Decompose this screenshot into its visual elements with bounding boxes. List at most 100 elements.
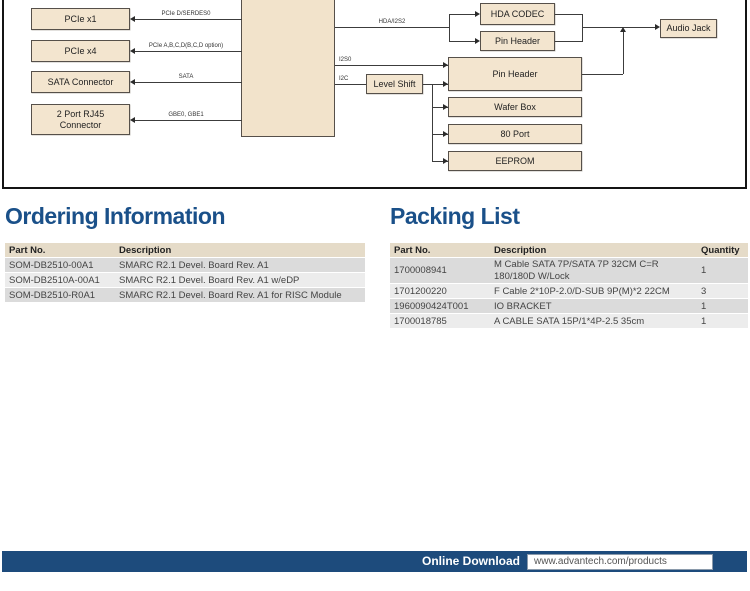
signal-label-pcie-d: PCIe D/SERDES0 xyxy=(161,11,211,17)
packing-list-title: Packing List xyxy=(390,203,520,229)
table-row: 1700008941 M Cable SATA 7P/SATA 7P 32CM … xyxy=(390,258,748,284)
line-to-eeprom xyxy=(432,161,448,162)
node-label: 80 Port xyxy=(500,128,530,139)
table-row: SOM-DB2510-R0A1 SMARC R2.1 Devel. Board … xyxy=(5,288,365,303)
signal-label-hda: HDA/I2S2 xyxy=(378,19,406,25)
arrowhead xyxy=(475,38,480,44)
diagram-node-wafer-box: Wafer Box xyxy=(448,97,582,117)
node-label: PCIe x4 xyxy=(64,45,97,56)
arrowhead xyxy=(443,158,448,164)
line-sata xyxy=(133,82,242,83)
line-to-audio-jack xyxy=(582,27,657,28)
diagram-node-pin-header-large: Pin Header xyxy=(448,57,582,91)
signal-label-gbe: GBE0, GBE1 xyxy=(168,112,204,118)
column-header-part-no: Part No. xyxy=(394,244,431,256)
node-label: Wafer Box xyxy=(494,101,536,112)
diagram-node-eeprom: EEPROM xyxy=(448,151,582,171)
column-header-description: Description xyxy=(119,244,172,256)
line-i2c xyxy=(335,84,366,85)
description-cell: SMARC R2.1 Devel. Board Rev. A1 w/eDP xyxy=(119,274,300,286)
description-cell: SMARC R2.1 Devel. Board Rev. A1 for RISC… xyxy=(119,289,342,301)
line-fanout xyxy=(432,84,433,161)
column-header-description: Description xyxy=(494,244,547,256)
node-label: Level Shift xyxy=(373,78,416,89)
description-cell: F Cable 2*10P-2.0/D-SUB 9P(M)*2 22CM xyxy=(494,285,670,297)
packing-table-header: Part No. Description Quantity xyxy=(390,243,748,258)
line-to-wafer-box xyxy=(432,107,448,108)
arrowhead xyxy=(130,79,135,85)
ordering-table: Part No. Description SOM-DB2510-00A1 SMA… xyxy=(5,243,365,303)
line-to-80-port xyxy=(432,134,448,135)
line-hda-split xyxy=(449,14,450,42)
node-label: PCIe x1 xyxy=(64,13,97,24)
line-pin-large-out xyxy=(582,74,623,75)
arrowhead xyxy=(655,24,660,30)
line-codec-out xyxy=(555,14,582,15)
arrowhead xyxy=(443,104,448,110)
part-no-cell: SOM-DB2510-R0A1 xyxy=(9,289,96,301)
line-to-pin-header-small xyxy=(449,41,477,42)
part-no-cell: SOM-DB2510A-00A1 xyxy=(9,274,100,286)
signal-label-i2s0: I2S0 xyxy=(339,57,352,63)
arrowhead xyxy=(130,16,135,22)
diagram-node-pin-header-small: Pin Header xyxy=(480,31,555,51)
quantity-cell: 1 xyxy=(701,265,707,277)
line-pin-small-out xyxy=(555,41,582,42)
line-gbe xyxy=(133,120,242,121)
diagram-node-hda-codec: HDA CODEC xyxy=(480,3,555,25)
table-row: 1960090424T001 IO BRACKET 1 xyxy=(390,299,748,314)
arrowhead xyxy=(130,117,135,123)
node-label: 2 Port RJ45 Connector xyxy=(56,109,105,130)
ordering-table-header: Part No. Description xyxy=(5,243,365,258)
part-no-cell: 1701200220 xyxy=(394,285,447,297)
line-pin-large-up xyxy=(623,31,624,74)
node-label: Audio Jack xyxy=(666,23,711,34)
table-row: SOM-DB2510-00A1 SMARC R2.1 Devel. Board … xyxy=(5,258,365,273)
download-url-link[interactable]: www.advantech.com/products xyxy=(527,553,713,570)
signal-label-i2c: I2C xyxy=(339,76,349,82)
line-to-hda-codec xyxy=(449,14,477,15)
quantity-cell: 1 xyxy=(701,300,707,312)
node-label: Pin Header xyxy=(492,68,538,79)
line-hda xyxy=(335,27,449,28)
arrowhead xyxy=(130,48,135,54)
table-row: 1700018785 A CABLE SATA 15P/1*4P-2.5 35c… xyxy=(390,314,748,329)
diagram-node-audio-jack: Audio Jack xyxy=(660,19,717,38)
arrowhead xyxy=(443,131,448,137)
block-diagram: PCIe x1 PCIe x4 SATA Connector 2 Port RJ… xyxy=(2,0,747,189)
arrowhead xyxy=(443,62,448,68)
diagram-node-80-port: 80 Port xyxy=(448,124,582,144)
diagram-node-pcie-x4: PCIe x4 xyxy=(31,40,130,62)
part-no-cell: 1960090424T001 xyxy=(394,300,469,312)
table-row: 1701200220 F Cable 2*10P-2.0/D-SUB 9P(M)… xyxy=(390,284,748,299)
node-label: SATA Connector xyxy=(47,76,114,87)
part-no-cell: 1700008941 xyxy=(394,265,447,277)
part-no-cell: SOM-DB2510-00A1 xyxy=(9,259,94,271)
description-cell: M Cable SATA 7P/SATA 7P 32CM C=R 180/180… xyxy=(494,259,659,282)
diagram-node-sata-connector: SATA Connector xyxy=(31,71,130,93)
description-cell: IO BRACKET xyxy=(494,300,552,312)
diagram-node-pcie-x1: PCIe x1 xyxy=(31,8,130,30)
description-cell: SMARC R2.1 Devel. Board Rev. A1 xyxy=(119,259,269,271)
part-no-cell: 1700018785 xyxy=(394,315,447,327)
node-label: EEPROM xyxy=(495,155,535,166)
quantity-cell: 1 xyxy=(701,315,707,327)
line-pcie-abcd xyxy=(133,51,242,52)
node-label: Pin Header xyxy=(494,35,541,46)
line-i2s0 xyxy=(335,65,448,66)
arrowhead xyxy=(475,11,480,17)
signal-label-pcie-abcd: PCIe A,B,C,D(B,C,D option) xyxy=(148,43,224,49)
description-cell: A CABLE SATA 15P/1*4P-2.5 35cm xyxy=(494,315,645,327)
smarc-module-block xyxy=(241,0,335,137)
ordering-information-title: Ordering Information xyxy=(5,203,226,229)
diagram-node-level-shift: Level Shift xyxy=(366,74,423,94)
packing-table: Part No. Description Quantity 1700008941… xyxy=(390,243,748,329)
line-pcie-d xyxy=(133,19,242,20)
quantity-cell: 3 xyxy=(701,285,707,297)
online-download-label: Online Download xyxy=(422,554,520,568)
table-row: SOM-DB2510A-00A1 SMARC R2.1 Devel. Board… xyxy=(5,273,365,288)
line-audio-merge xyxy=(582,14,583,42)
column-header-part-no: Part No. xyxy=(9,244,46,256)
arrowhead xyxy=(620,27,626,32)
